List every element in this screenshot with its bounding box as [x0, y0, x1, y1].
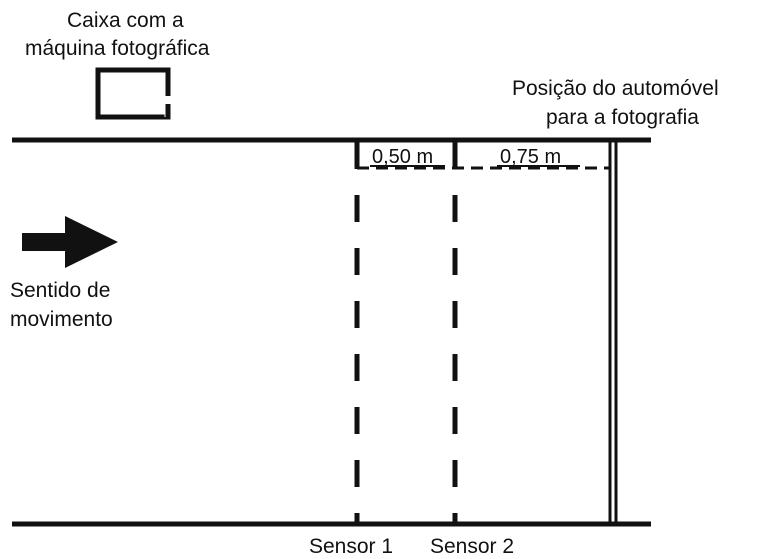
camera-box-label-line2: máquina fotográfica: [25, 37, 210, 60]
direction-label-line1: Sentido de: [10, 279, 110, 302]
photo-position-label-line1: Posição do automóvel: [512, 77, 719, 100]
direction-arrow-icon: [22, 216, 118, 268]
direction-label-line2: movimento: [10, 308, 113, 331]
distance-sensor1-sensor2: 0,50 m: [372, 146, 433, 168]
sensor-2-label: Sensor 2: [430, 535, 514, 558]
camera-box: [95, 67, 171, 120]
distance-sensor2-photo: 0,75 m: [500, 146, 561, 168]
camera-box-label-line1: Caixa com a: [67, 9, 184, 32]
sensor-1-label: Sensor 1: [309, 535, 393, 558]
photo-position-label-line2: para a fotografia: [546, 106, 699, 129]
